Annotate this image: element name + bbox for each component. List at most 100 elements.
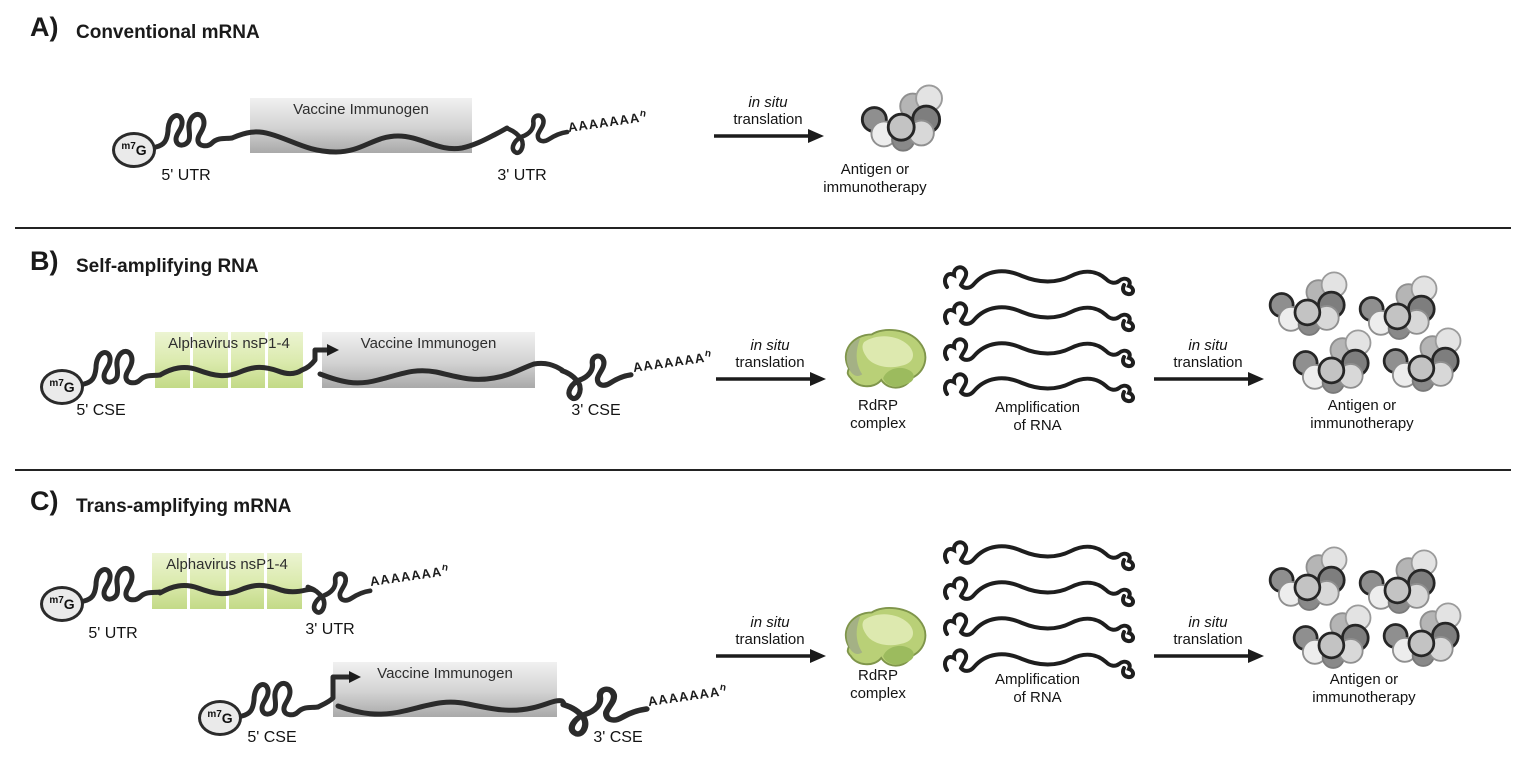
arrow-shaft-icon <box>1152 370 1266 388</box>
label-5cse: 5' CSE <box>247 729 297 746</box>
cap-g-label: G <box>63 379 75 395</box>
amplification-caption: Amplification of RNA <box>955 671 1120 707</box>
nsp-segment <box>155 332 190 388</box>
output-line1: Antigen or <box>840 161 910 178</box>
output-caption: Antigen or immunotherapy <box>1284 671 1444 707</box>
arrow-shaft-icon <box>1152 647 1266 665</box>
amplification-caption: Amplification of RNA <box>955 399 1120 435</box>
amplified-rna-strand <box>942 372 1136 404</box>
cap-g-label: G <box>221 710 233 726</box>
amplified-rna-strand <box>942 576 1136 608</box>
rdrp-line1: RdRP <box>857 667 898 684</box>
arrow-label-line2: translation <box>735 631 805 648</box>
nsp-box-label: Alphavirus nsP1-4 <box>166 556 288 573</box>
poly-a-tail: AAAAAAAn <box>567 107 648 135</box>
arrow-label-line2: translation <box>733 111 803 128</box>
output-line2: immunotherapy <box>1310 415 1414 432</box>
rna-squiggle-3prime <box>505 112 569 162</box>
nsp-box <box>155 332 303 388</box>
rdrp-line1: RdRP <box>857 397 898 414</box>
panel-a-title: Conventional mRNA <box>76 22 260 43</box>
label-5cse: 5' CSE <box>76 402 126 419</box>
rdrp-complex-blob <box>844 329 927 389</box>
poly-a-letters: AAAAAAA <box>368 563 444 589</box>
poly-a-letters: AAAAAAA <box>646 683 722 709</box>
protein-cluster <box>860 84 944 153</box>
poly-a-n: n <box>718 681 728 694</box>
panel-b-letter: B) <box>30 246 59 276</box>
rdrp-complex-blob <box>844 607 927 667</box>
output-line2: immunotherapy <box>823 179 927 196</box>
nsp-segment <box>228 553 264 609</box>
panel-b-title: Self-amplifying RNA <box>76 256 259 277</box>
nsp-segment <box>266 553 302 609</box>
rna-backbone-wave <box>157 582 317 597</box>
gene-box-label: Vaccine Immunogen <box>377 665 513 682</box>
panel-divider <box>15 469 1511 471</box>
amplified-rna-strand <box>942 612 1136 644</box>
rdrp-caption: RdRP complex <box>818 667 938 703</box>
nsp-segment <box>152 553 188 609</box>
arrow-label-line1: in situ <box>748 94 788 111</box>
arrow-label-line1: in situ <box>1188 614 1228 631</box>
rna-squiggle-5prime <box>82 334 162 392</box>
cap-m7-label: m7 <box>121 140 136 152</box>
poly-a-letters: AAAAAAA <box>631 349 707 375</box>
output-caption: Antigen or immunotherapy <box>1282 397 1442 433</box>
output-caption: Antigen or immunotherapy <box>795 161 955 197</box>
poly-a-n: n <box>440 561 450 574</box>
rna-squiggle-5prime <box>82 551 162 609</box>
amplified-rna-strand <box>942 301 1136 333</box>
amplification-line1: Amplification <box>994 399 1081 416</box>
panel-c-title: Trans-amplifying mRNA <box>76 496 292 517</box>
amplification-line2: of RNA <box>1013 417 1062 434</box>
rna-squiggle-3prime <box>306 570 372 622</box>
output-line1: Antigen or <box>1329 671 1399 688</box>
nsp-segment <box>190 553 226 609</box>
translation-arrow: in situ translation <box>712 94 826 149</box>
label-3utr: 3' UTR <box>305 621 355 638</box>
rna-backbone-wave <box>229 125 510 155</box>
arrow-shaft-icon <box>714 370 828 388</box>
nsp-segment <box>192 332 228 388</box>
amplified-rna-strand <box>942 337 1136 369</box>
arrow-label-line2: translation <box>1173 631 1243 648</box>
translation-arrow: in situ translation <box>714 614 828 669</box>
nsp-segment <box>268 332 303 388</box>
label-3utr: 3' UTR <box>497 167 547 184</box>
arrow-shaft-icon <box>714 647 828 665</box>
protein-cluster <box>1382 327 1462 393</box>
panel-c-letter: C) <box>30 486 59 516</box>
gene-box-label: Vaccine Immunogen <box>360 335 497 352</box>
cap-m7-label: m7 <box>49 594 64 606</box>
subgenomic-promoter-arrow <box>315 674 352 710</box>
amplified-rna-strand <box>942 265 1136 297</box>
arrow-label-line1: in situ <box>750 614 790 631</box>
arrow-label-line2: translation <box>735 354 805 371</box>
amplified-rna-strand <box>942 540 1136 572</box>
panel-divider <box>15 227 1511 229</box>
rdrp-line2: complex <box>850 685 906 702</box>
promoter-arrowhead <box>349 671 361 683</box>
poly-a-tail: AAAAAAAn <box>368 561 450 589</box>
rna-backbone-wave <box>157 344 565 386</box>
rdrp-line2: complex <box>850 415 906 432</box>
nsp-box-label: Alphavirus nsP1-4 <box>168 335 290 352</box>
arrow-label-line1: in situ <box>750 337 790 354</box>
arrow-shaft-icon <box>712 127 826 145</box>
nsp-segment <box>230 332 266 388</box>
translation-arrow: in situ translation <box>714 337 828 392</box>
rdrp-caption: RdRP complex <box>818 397 938 433</box>
poly-a-n: n <box>703 347 713 360</box>
translation-arrow: in situ translation <box>1152 614 1266 669</box>
promoter-arrowhead <box>327 344 339 356</box>
label-5utr: 5' UTR <box>161 167 211 184</box>
arrow-label-line1: in situ <box>1188 337 1228 354</box>
cap-m7-label: m7 <box>207 708 222 720</box>
amplification-line1: Amplification <box>994 671 1081 688</box>
poly-a-n: n <box>638 107 648 120</box>
